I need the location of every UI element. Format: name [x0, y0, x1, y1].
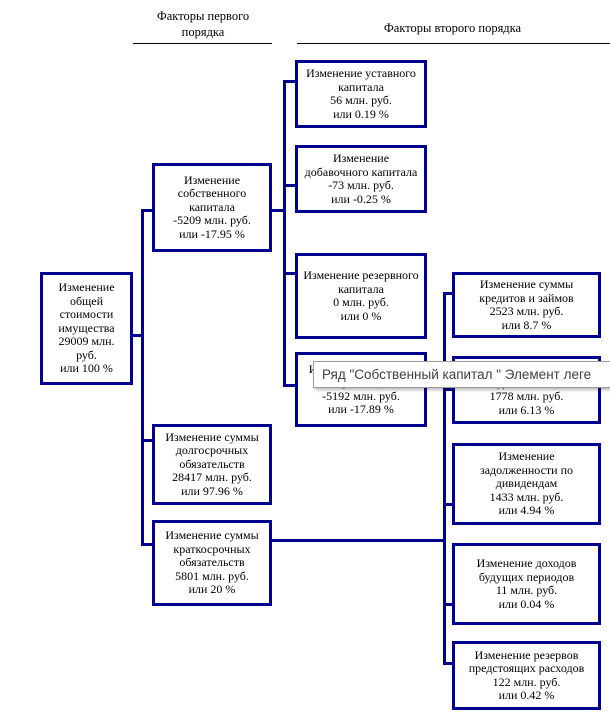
connector-line	[272, 209, 286, 212]
box-shortterm-liabilities: Изменение суммы краткосрочных обязательс…	[152, 520, 272, 606]
connector-line	[133, 334, 144, 337]
box-future-expense-reserves: Изменение резервов предстоящих расходов …	[452, 641, 601, 710]
connector-line	[286, 184, 295, 187]
connector-line	[286, 272, 295, 275]
connector-line	[141, 209, 144, 546]
connector-line	[446, 603, 452, 606]
connector-line	[443, 292, 452, 295]
box-dividends-debt: Изменение задолженности по дивидендам 14…	[452, 443, 601, 525]
header-second-order-underline	[297, 43, 610, 44]
box-equity-change: Изменение собственного капитала -5209 мл…	[152, 163, 272, 252]
connector-line	[283, 384, 295, 387]
box-total-property: Изменение общей стоимости имущества 2900…	[40, 272, 133, 385]
connector-line	[144, 439, 152, 442]
connector-line	[272, 539, 446, 542]
box-additional-capital: Изменение добавочного капитала -73 млн. …	[295, 145, 427, 213]
box-credits-loans: Изменение суммы кредитов и займов 2523 м…	[452, 272, 601, 338]
header-first-order: Факторы первого порядка	[156, 9, 250, 39]
box-charter-capital: Изменение уставного капитала 56 млн. руб…	[295, 60, 427, 128]
connector-line	[443, 292, 446, 665]
connector-line	[283, 80, 286, 387]
chart-series-tooltip: Ряд "Собственный капитал " Элемент леге	[313, 361, 610, 388]
connector-line	[283, 80, 295, 83]
header-first-order-underline	[133, 43, 272, 44]
box-deferred-income: Изменение доходов будущих периодов 11 мл…	[452, 543, 601, 625]
box-reserve-capital: Изменение резервного капитала 0 млн. руб…	[295, 253, 427, 339]
connector-line	[141, 209, 152, 212]
connector-line	[446, 388, 452, 391]
connector-line	[443, 662, 452, 665]
header-second-order: Факторы второго порядка	[383, 21, 522, 35]
connector-line	[141, 543, 152, 546]
connector-line	[446, 503, 452, 506]
box-longterm-liabilities: Изменение суммы долгосрочных обязательст…	[152, 424, 272, 505]
